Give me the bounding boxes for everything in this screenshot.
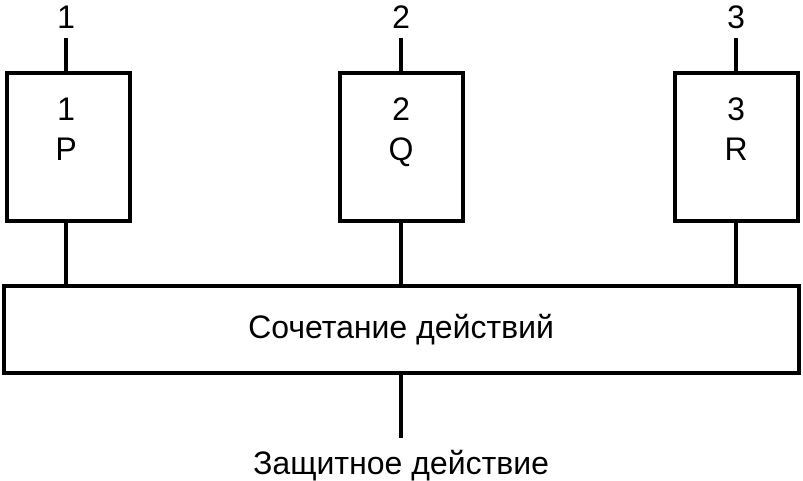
block-letter-1: P [55, 131, 76, 167]
block-number-2: 2 [392, 91, 410, 127]
block-box-2 [338, 71, 465, 223]
block-number-1: 1 [57, 91, 75, 127]
block-letter-3: R [724, 131, 747, 167]
block-number-3: 3 [727, 91, 745, 127]
input-label-2: 2 [392, 0, 410, 35]
block-box-3 [673, 71, 800, 223]
input-block-1: 1 1 P [5, 0, 132, 286]
input-block-2: 2 2 Q [338, 0, 465, 286]
block-letter-2: Q [389, 131, 414, 167]
input-block-3: 3 3 R [673, 0, 800, 286]
output-label: Защитное действие [253, 445, 549, 481]
combiner-label: Сочетание действий [248, 309, 554, 345]
input-label-1: 1 [57, 0, 75, 35]
input-label-3: 3 [727, 0, 745, 35]
block-box-1 [5, 71, 132, 223]
